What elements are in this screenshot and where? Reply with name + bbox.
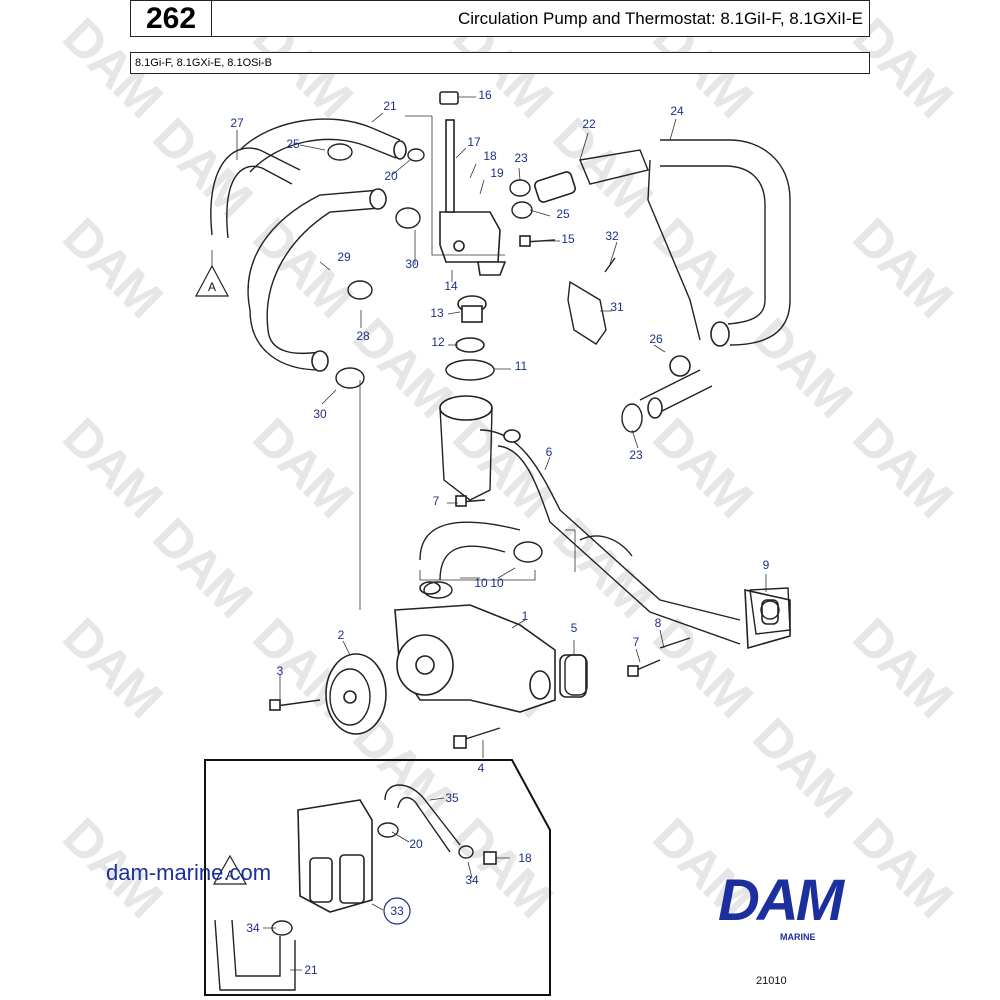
pulley-2 <box>325 653 387 735</box>
watermark-text: DAM <box>242 407 363 528</box>
watermark-text: DAM <box>242 207 363 328</box>
inset-callout-label: 20 <box>409 837 423 851</box>
callout-label: 25 <box>556 207 570 221</box>
callout-label: 23 <box>629 448 643 462</box>
watermark-text: DAM <box>842 207 963 328</box>
inset-frame <box>204 759 551 996</box>
model-list: 8.1Gi-F, 8.1GXi-E, 8.1OSi-B <box>130 52 870 74</box>
hose-24 <box>647 139 791 347</box>
inset-callout-label: 33 <box>390 904 404 918</box>
page-number: 262 <box>130 0 212 37</box>
callout-label: 13 <box>430 306 444 320</box>
hose-21 <box>239 118 407 173</box>
brand-logo: DAM MARINE <box>718 868 898 943</box>
callout-label: 18 <box>483 149 497 163</box>
watermark-text: DAM <box>442 807 563 928</box>
hose-10 <box>419 521 633 595</box>
clamps <box>327 143 643 599</box>
watermark-text: DAM <box>742 707 863 828</box>
page-title: Circulation Pump and Thermostat: 8.1GiI-… <box>211 0 870 37</box>
svg-text:A: A <box>226 868 234 882</box>
callout-label: 7 <box>633 635 640 649</box>
watermark-text: DAM <box>842 607 963 728</box>
gasket-9 <box>749 587 791 635</box>
drawing-number: 21010 <box>756 975 787 987</box>
site-link[interactable]: dam-marine.com <box>106 860 272 885</box>
callout-label: 27 <box>230 116 244 130</box>
callout-label: 3 <box>277 664 284 678</box>
callout-label: 26 <box>649 332 663 346</box>
water-pump-1 <box>394 604 587 713</box>
brand-logo-text: DAM <box>718 868 844 933</box>
callout-label: 32 <box>605 229 619 243</box>
thermostat-housing <box>439 91 507 276</box>
brand-subtitle: MARINE <box>780 932 816 942</box>
svg-text:A: A <box>208 280 216 294</box>
callout-label: 30 <box>313 407 327 421</box>
bracket-31 <box>567 280 607 345</box>
lower-housing <box>439 395 493 501</box>
callout-label: 17 <box>467 135 481 149</box>
inset-callout-label: 34 <box>465 873 479 887</box>
inset-callout-label: 34 <box>246 921 260 935</box>
callout-label: 31 <box>610 300 624 314</box>
callout-label: 10 <box>474 576 488 590</box>
watermark-text: DAM <box>642 407 763 528</box>
callout-label: 22 <box>582 117 596 131</box>
callout-label: 8 <box>655 616 662 630</box>
leader-lines <box>211 96 767 758</box>
bolts <box>269 235 691 749</box>
callout-label: 23 <box>514 151 528 165</box>
callout-label: 9 <box>763 558 770 572</box>
inset-callout-label: 35 <box>445 791 459 805</box>
callout-label: 15 <box>561 232 575 246</box>
inset-drawing: A <box>212 784 510 991</box>
callout-label: 20 <box>384 169 398 183</box>
callout-label: 21 <box>383 99 397 113</box>
callout-label: 19 <box>490 166 504 180</box>
callout-label: 12 <box>431 335 445 349</box>
callout-label: 10 <box>490 576 504 590</box>
callout-label: 11 <box>515 359 528 373</box>
callout-label: 25 <box>286 137 300 151</box>
inset-callout-label: 18 <box>518 851 532 865</box>
callout-label: 4 <box>478 761 485 775</box>
callout-label: 5 <box>571 621 578 635</box>
watermark-text: DAM <box>842 407 963 528</box>
hose-26 <box>639 355 713 419</box>
thermostat-13 <box>445 295 495 381</box>
callout-label: 6 <box>546 445 553 459</box>
callout-label: 14 <box>444 279 458 293</box>
hose-22 <box>534 149 649 203</box>
hose-27-29 <box>210 147 387 372</box>
callout-label: 1 <box>522 609 529 623</box>
watermark-text: DAM <box>52 607 173 728</box>
watermark-text: DAM <box>52 407 173 528</box>
gasket-5 <box>564 654 588 696</box>
callout-label: 2 <box>338 628 345 642</box>
callout-label: 29 <box>337 250 351 264</box>
callout-label: 28 <box>356 329 370 343</box>
watermark-text: DAM <box>52 207 173 328</box>
reference-marker-a: A <box>195 264 229 297</box>
callout-label: 24 <box>670 104 684 118</box>
watermark-text: DAM <box>742 307 863 428</box>
callout-label: 30 <box>405 257 419 271</box>
callout-label: 16 <box>478 88 492 102</box>
inset-callout-labels: 35 20 18 34 34 33 21 <box>246 791 532 977</box>
watermark-text: DAM <box>142 507 263 628</box>
watermark-text: DAM <box>442 407 563 528</box>
watermark-text: DAM <box>642 207 763 328</box>
callout-label: 7 <box>433 494 440 508</box>
inset-callout-label: 21 <box>304 963 318 977</box>
